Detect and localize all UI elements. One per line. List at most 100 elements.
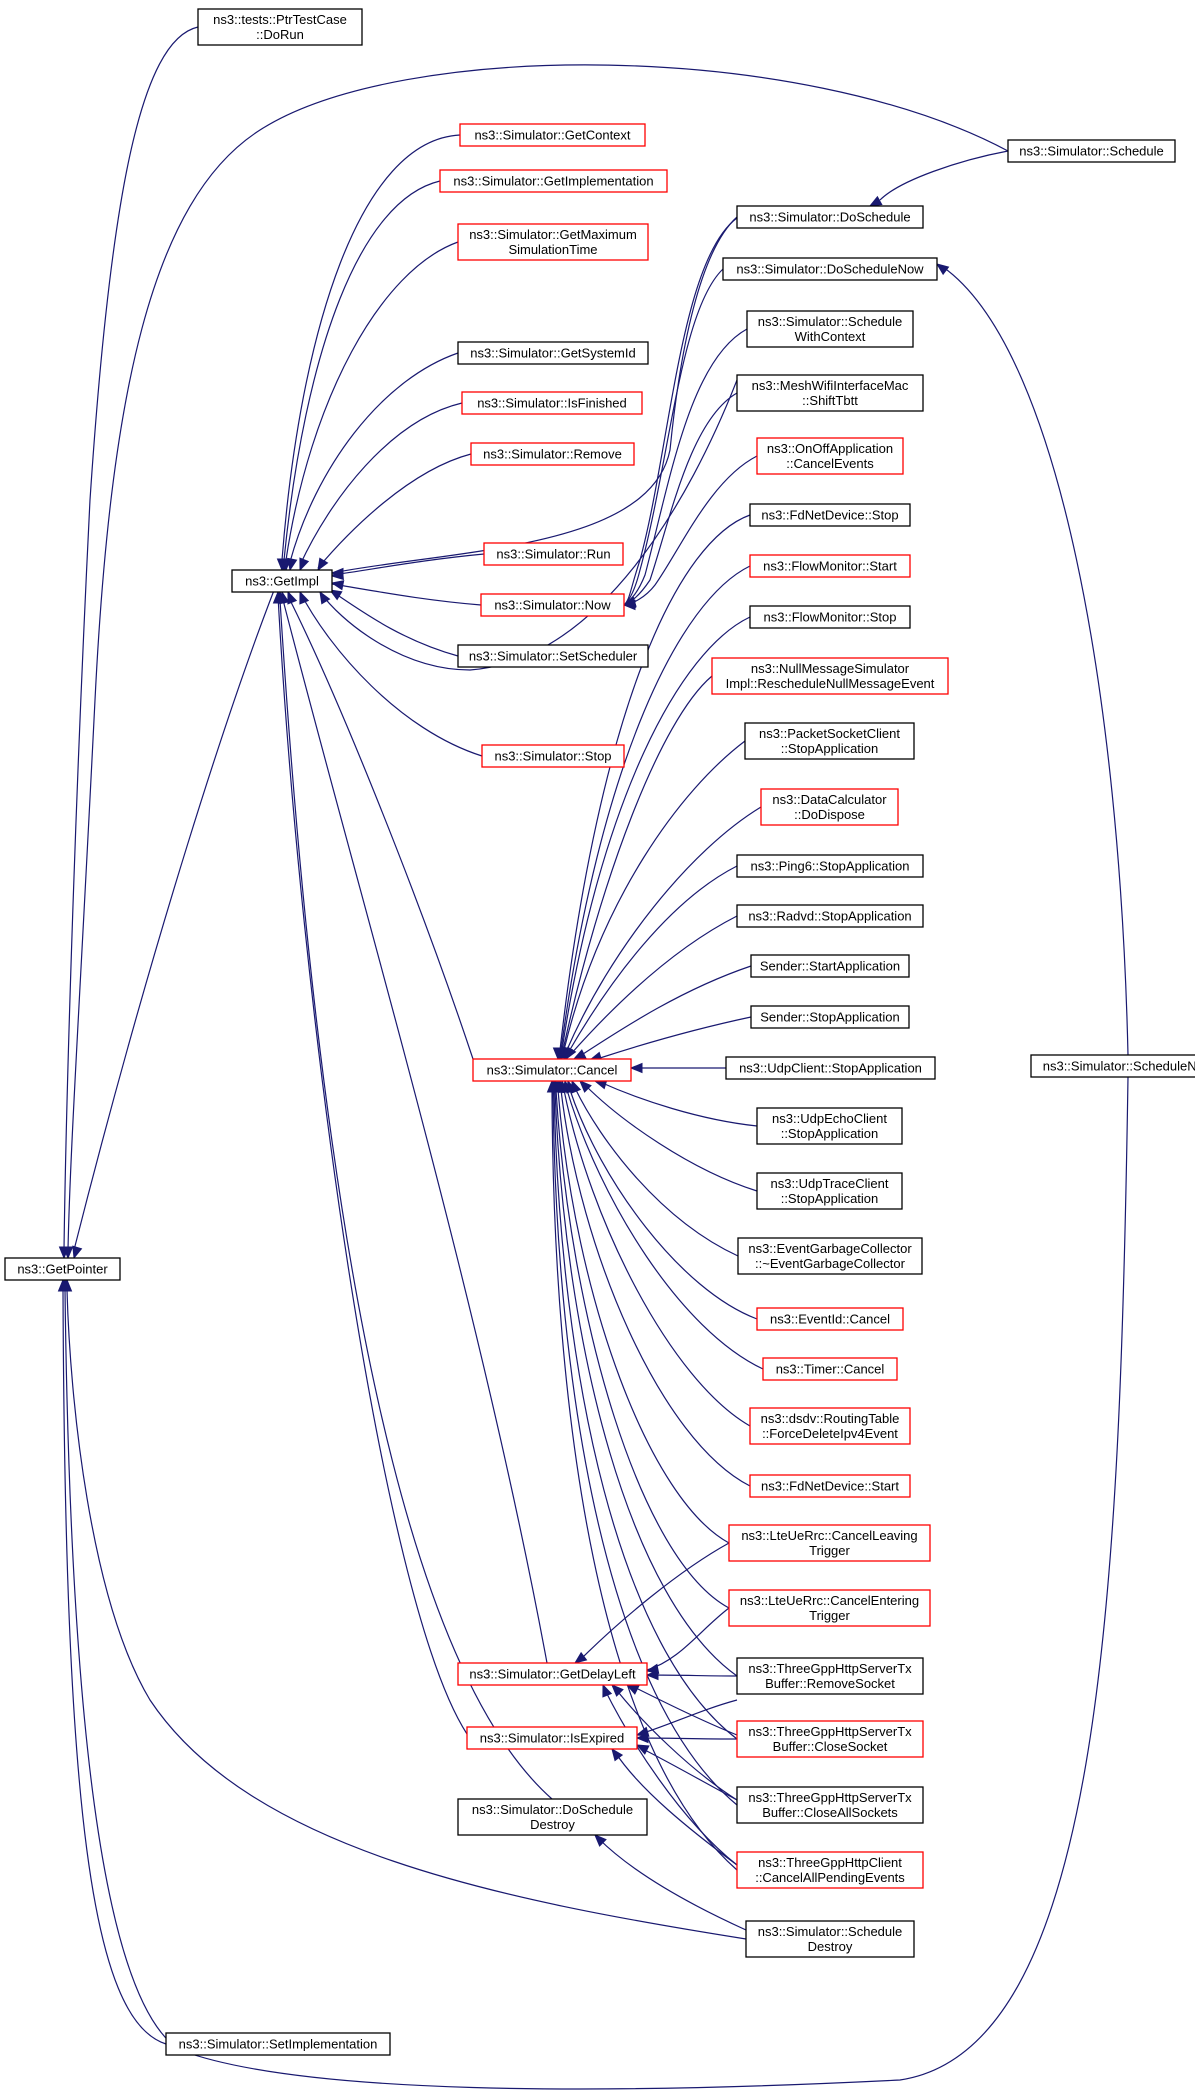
node-threeclose[interactable]: ns3::ThreeGppHttpServerTxBuffer::CloseSo… <box>736 1720 924 1758</box>
node-ptrtest[interactable]: ns3::tests::PtrTestCase::DoRun <box>197 8 363 46</box>
node-layer: ns3::GetPointer ns3::tests::PtrTestCase::… <box>4 8 1195 2056</box>
node-datacalc[interactable]: ns3::DataCalculator::DoDispose <box>760 788 899 826</box>
call-edge <box>636 1745 738 1801</box>
node-now[interactable]: ns3::Simulator::Now <box>480 593 625 617</box>
node-doschedulenow[interactable]: ns3::Simulator::DoScheduleNow <box>722 257 938 281</box>
node-isfinished[interactable]: ns3::Simulator::IsFinished <box>461 391 643 415</box>
call-edge <box>565 806 762 1053</box>
node-flowstop[interactable]: ns3::FlowMonitor::Stop <box>749 605 911 629</box>
node-threeclient[interactable]: ns3::ThreeGppHttpClient::CancelAllPendin… <box>736 1851 924 1889</box>
node-threerem[interactable]: ns3::ThreeGppHttpServerTxBuffer::RemoveS… <box>736 1657 924 1695</box>
node-box <box>749 605 911 629</box>
node-udpclient[interactable]: ns3::UdpClient::StopApplication <box>725 1056 936 1080</box>
node-udptrace[interactable]: ns3::UdpTraceClient::StopApplication <box>756 1172 903 1210</box>
node-box <box>736 205 924 229</box>
node-box <box>728 1589 931 1627</box>
node-dsdv[interactable]: ns3::dsdv::RoutingTable::ForceDeleteIpv4… <box>749 1407 911 1445</box>
node-box <box>725 1056 936 1080</box>
call-edge <box>62 1289 167 2045</box>
node-label: ns3::tests::PtrTestCase <box>213 12 347 27</box>
node-setscheduler[interactable]: ns3::Simulator::SetScheduler <box>457 644 649 668</box>
node-schednow[interactable]: ns3::Simulator::ScheduleNow <box>1030 1054 1195 1078</box>
node-senderstop[interactable]: Sender::StopApplication <box>750 1005 910 1029</box>
node-label: ns3::Simulator::Schedule <box>758 1924 903 1939</box>
node-fdnetstart[interactable]: ns3::FdNetDevice::Start <box>749 1474 911 1498</box>
node-label: ns3::FlowMonitor::Start <box>763 559 897 574</box>
node-eventid[interactable]: ns3::EventId::Cancel <box>756 1307 904 1331</box>
node-onoff[interactable]: ns3::OnOffApplication::CancelEvents <box>756 437 904 475</box>
node-label: ns3::EventId::Cancel <box>770 1312 890 1327</box>
call-edge <box>560 565 751 1051</box>
node-getimplementation[interactable]: ns3::Simulator::GetImplementation <box>439 169 668 193</box>
node-threecloseall[interactable]: ns3::ThreeGppHttpServerTxBuffer::CloseAl… <box>736 1786 924 1824</box>
call-edge <box>561 616 751 1051</box>
node-label: ns3::ThreeGppHttpServerTx <box>748 1790 912 1805</box>
node-box <box>457 1798 648 1836</box>
node-box <box>737 1237 923 1275</box>
node-setimpl[interactable]: ns3::Simulator::SetImplementation <box>165 2032 391 2056</box>
node-getpointer[interactable]: ns3::GetPointer <box>4 1257 121 1281</box>
arrowhead <box>330 567 344 579</box>
node-meshwifi[interactable]: ns3::MeshWifiInterfaceMac::ShiftTbtt <box>736 374 924 412</box>
node-label: ::ForceDeleteIpv4Event <box>762 1426 898 1441</box>
node-timer[interactable]: ns3::Timer::Cancel <box>762 1357 898 1381</box>
call-edge <box>567 865 738 1054</box>
call-edge <box>579 1542 730 1661</box>
node-run[interactable]: ns3::Simulator::Run <box>483 542 624 566</box>
node-packetsock[interactable]: ns3::PacketSocketClient::StopApplication <box>744 722 915 760</box>
node-ping6[interactable]: ns3::Ping6::StopApplication <box>736 854 924 878</box>
call-edge <box>604 1689 738 1866</box>
node-label: ns3::Simulator::DoSchedule <box>749 210 910 225</box>
node-getcontext[interactable]: ns3::Simulator::GetContext <box>459 123 646 147</box>
node-flowstart[interactable]: ns3::FlowMonitor::Start <box>749 554 911 578</box>
node-stop[interactable]: ns3::Simulator::Stop <box>481 744 625 768</box>
arrowhead <box>62 1246 74 1260</box>
node-fdnetstop[interactable]: ns3::FdNetDevice::Stop <box>749 503 911 527</box>
node-label: Buffer::RemoveSocket <box>765 1676 895 1691</box>
node-box <box>756 1107 903 1145</box>
node-egc[interactable]: ns3::EventGarbageCollector::~EventGarbag… <box>737 1237 923 1275</box>
arrowhead <box>59 1278 71 1292</box>
node-nullmsg[interactable]: ns3::NullMessageSimulatorImpl::Reschedul… <box>711 657 949 695</box>
node-label: ns3::EventGarbageCollector <box>748 1241 912 1256</box>
node-radvd[interactable]: ns3::Radvd::StopApplication <box>736 904 924 928</box>
node-box <box>736 1786 924 1824</box>
call-edge <box>287 595 474 1060</box>
call-edge <box>66 1289 747 1940</box>
call-edge <box>614 1687 738 1801</box>
call-edge <box>563 1089 751 1427</box>
node-getdelayleft[interactable]: ns3::Simulator::GetDelayLeft <box>457 1662 648 1686</box>
arrowhead <box>645 1669 659 1681</box>
node-box <box>470 442 635 466</box>
node-label: ::~EventGarbageCollector <box>755 1256 906 1271</box>
call-edge <box>73 569 283 1251</box>
node-udpecho[interactable]: ns3::UdpEchoClient::StopApplication <box>756 1107 903 1145</box>
node-label: ns3::Simulator::SetScheduler <box>469 649 638 664</box>
call-edge <box>566 1089 764 1370</box>
node-label: ns3::FdNetDevice::Start <box>761 1479 899 1494</box>
node-label: ns3::Simulator::GetImplementation <box>453 174 653 189</box>
node-doschedule[interactable]: ns3::Simulator::DoSchedule <box>736 205 924 229</box>
call-edge <box>646 1674 738 1677</box>
node-label: Buffer::CloseSocket <box>773 1739 888 1754</box>
call-edge <box>636 1737 738 1740</box>
node-isexpired[interactable]: ns3::Simulator::IsExpired <box>466 1726 638 1750</box>
node-box <box>736 374 924 412</box>
node-label: ns3::GetImpl <box>245 574 319 589</box>
node-box <box>722 257 938 281</box>
node-senderstart[interactable]: Sender::StartApplication <box>750 954 910 978</box>
node-schedule[interactable]: ns3::Simulator::Schedule <box>1007 139 1176 163</box>
node-remove[interactable]: ns3::Simulator::Remove <box>470 442 635 466</box>
node-label: ns3::LteUeRrc::CancelLeaving <box>741 1528 917 1543</box>
node-box <box>461 391 643 415</box>
node-getsystemid[interactable]: ns3::Simulator::GetSystemId <box>457 341 649 365</box>
arrowhead <box>935 263 950 276</box>
node-cancel[interactable]: ns3::Simulator::Cancel <box>472 1058 632 1082</box>
node-getimpl[interactable]: ns3::GetImpl <box>231 569 333 593</box>
